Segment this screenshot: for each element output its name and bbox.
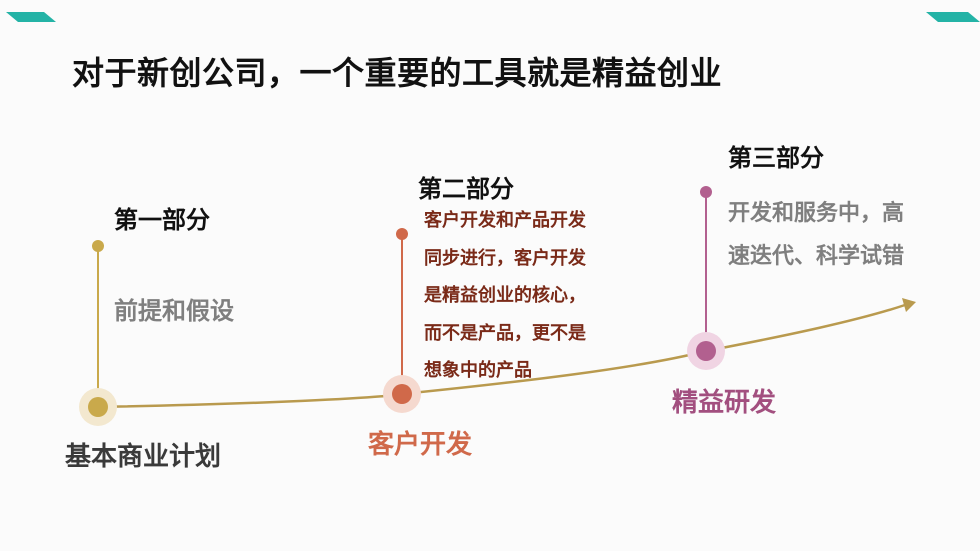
part2-line: 同步进行，客户开发: [424, 247, 586, 269]
part1-description: 前提和假设: [114, 297, 234, 325]
part2-stage-label: 客户开发: [368, 430, 473, 460]
stage3-top-dot: [700, 186, 712, 198]
part3-line: 开发和服务中，高: [728, 201, 905, 226]
part2-line: 客户开发和产品开发: [424, 210, 586, 231]
part3-line: 速迭代、科学试错: [728, 244, 905, 269]
part3-stage-label: 精益研发: [672, 388, 777, 418]
page-title: 对于新创公司，一个重要的工具就是精益创业: [72, 54, 723, 92]
stage1-node: [88, 397, 108, 417]
corner-accent-right: [926, 12, 980, 22]
part2-line: 想象中的产品: [424, 360, 532, 381]
growth-curve: [97, 303, 906, 409]
part2-line: 是精益创业的核心，: [424, 285, 586, 306]
part3-description: 开发和服务中，高 速迭代、科学试错: [728, 192, 948, 278]
part1-stage-label: 基本商业计划: [65, 442, 222, 472]
part2-heading: 第二部分: [418, 175, 514, 203]
curve-arrowhead: [902, 298, 916, 312]
stage2-top-dot: [396, 228, 408, 240]
part3-heading: 第三部分: [728, 144, 824, 172]
stage3-node: [696, 341, 716, 361]
stage1-top-dot: [92, 240, 104, 252]
corner-accent-left: [6, 12, 56, 22]
part1-heading: 第一部分: [114, 206, 210, 234]
part2-description: 客户开发和产品开发 同步进行，客户开发 是精益创业的核心， 而不是产品，更不是 …: [424, 202, 624, 390]
stage2-node: [392, 384, 412, 404]
part2-line: 而不是产品，更不是: [424, 322, 586, 344]
